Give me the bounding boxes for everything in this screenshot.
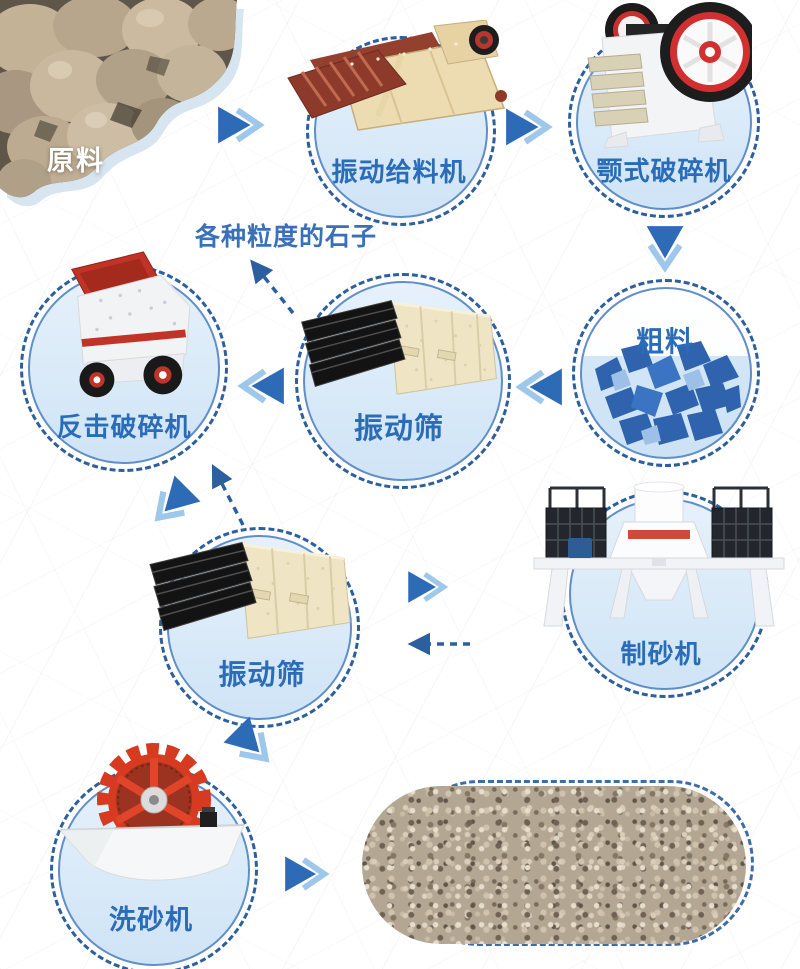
screen-1-label: 振动筛 bbox=[353, 413, 445, 445]
sand-washer-label: 洗砂机 bbox=[109, 905, 193, 935]
vibrating-screen-2-image bbox=[149, 541, 351, 640]
dashed-arrow-screen1-to-note bbox=[250, 259, 295, 315]
finished-sand-photo bbox=[362, 786, 746, 944]
impact-crusher-label: 反击破碎机 bbox=[56, 412, 192, 442]
raw-material-photo bbox=[0, 0, 244, 207]
sand-maker-image bbox=[533, 481, 785, 627]
arrow-screen2-to-washer bbox=[223, 716, 270, 763]
jaw-crusher-image bbox=[587, 2, 752, 149]
arrow-washer-to-sand bbox=[285, 856, 330, 892]
sand-washer-image bbox=[58, 743, 245, 881]
dashed-arrow-sandmaker-to-screen2 bbox=[407, 632, 470, 656]
output-note: 各种粒度的石子 bbox=[194, 223, 378, 251]
screen-2-label: 振动筛 bbox=[218, 659, 306, 690]
vibrating-feeder-image bbox=[287, 20, 507, 131]
arrow-coarse-to-screen1 bbox=[515, 368, 562, 406]
arrow-screen2-to-sandmaker bbox=[408, 571, 449, 603]
arrow-feeder-to-jaw bbox=[506, 108, 553, 146]
arrow-raw-to-feeder bbox=[218, 106, 265, 144]
vibrating-screen-1-image bbox=[301, 300, 497, 395]
coarse-material-label: 粗料 bbox=[635, 326, 695, 357]
raw-material-label: 原料 bbox=[47, 146, 105, 176]
sand-maker-label: 制砂机 bbox=[620, 639, 702, 669]
feeder-label: 振动给料机 bbox=[331, 157, 467, 187]
arrow-jaw-to-coarse bbox=[646, 226, 684, 273]
impact-crusher-image bbox=[71, 251, 191, 398]
jaw-crusher-label: 颚式破碎机 bbox=[596, 156, 732, 186]
dashed-arrow-screen2-to-impact bbox=[211, 463, 245, 526]
arrow-screen1-to-impact bbox=[237, 367, 284, 405]
arrow-impact-to-screen2 bbox=[154, 475, 201, 522]
node-circle-coarse-material bbox=[572, 279, 760, 467]
